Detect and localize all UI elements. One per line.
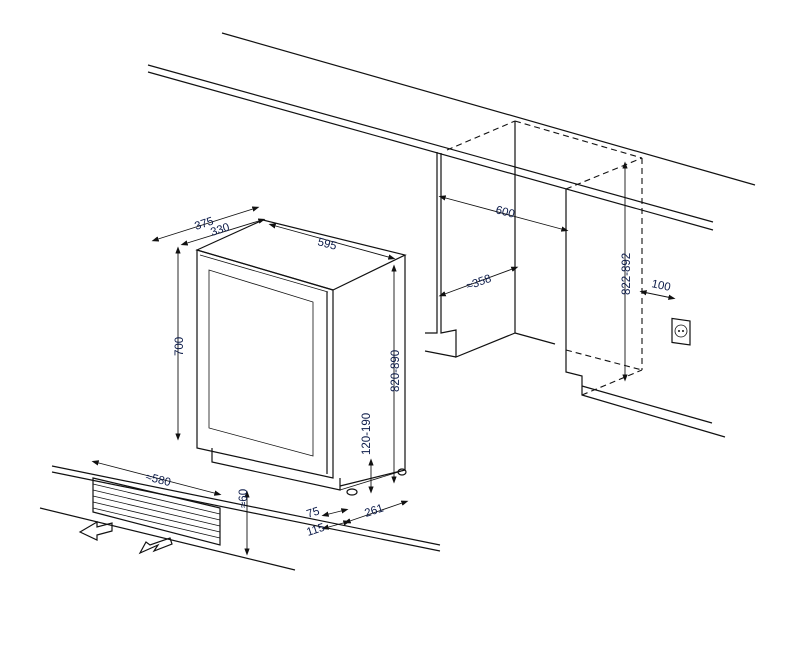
label-grille-width: ≈580 <box>144 471 172 489</box>
niche-cabinets <box>424 120 726 438</box>
label-socket-offset: 100 <box>650 278 671 294</box>
label-niche-height: 822-892 <box>621 253 633 295</box>
label-door-height: 700 <box>174 337 186 356</box>
label-depth-total: 375 <box>193 216 215 233</box>
label-plinth-height: 120-190 <box>361 413 373 455</box>
label-plinth-offset-front: 75 <box>305 505 321 520</box>
label-plinth-offset-total: 115 <box>305 522 326 539</box>
floor-and-grille <box>39 465 441 571</box>
dimension-lines <box>91 161 676 556</box>
label-niche-width: 600 <box>494 204 516 221</box>
label-foot-depth: 261 <box>363 503 385 520</box>
airflow-out-arrow-icon <box>138 537 173 555</box>
worktop <box>147 32 756 231</box>
wine-cooler <box>195 219 407 496</box>
label-niche-side-depth: ≈358 <box>465 273 493 293</box>
label-grille-height: ≈60 <box>238 489 250 508</box>
label-width: 595 <box>316 236 338 253</box>
label-total-height: 820-890 <box>390 350 402 392</box>
airflow-in-arrow-icon <box>78 520 113 541</box>
label-depth-body: 330 <box>209 222 231 239</box>
power-socket-icon <box>671 317 691 346</box>
